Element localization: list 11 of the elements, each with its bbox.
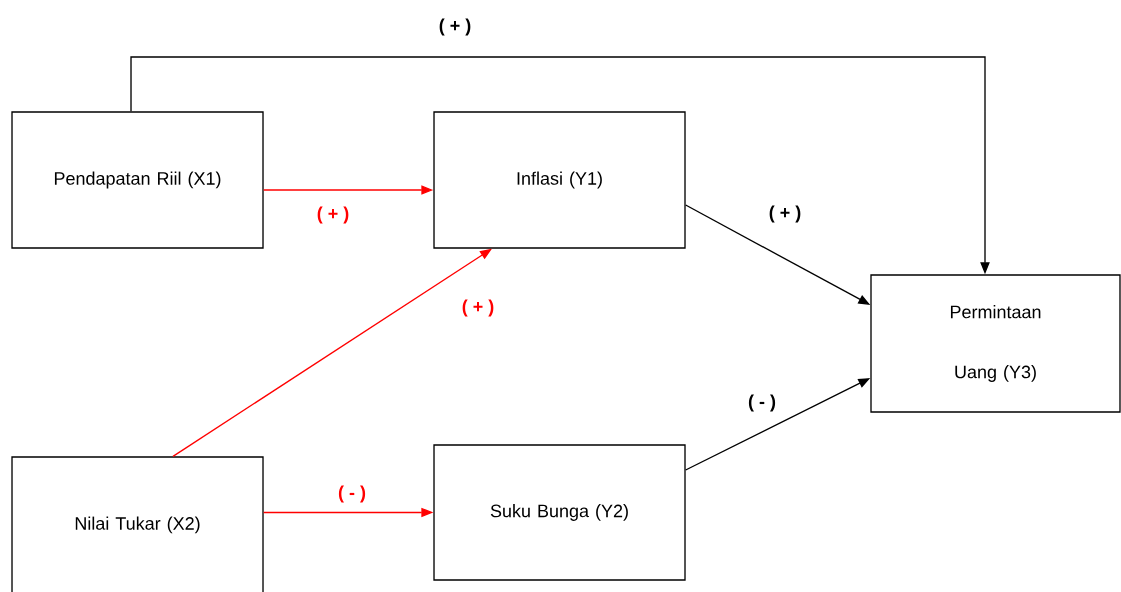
edge-label: ( + ) <box>315 205 351 225</box>
edge-label: ( + ) <box>437 17 473 37</box>
variable-box: Pendapatan Riil (X1) <box>11 111 264 249</box>
edge-label: ( - ) <box>746 393 778 413</box>
edge-label: ( + ) <box>460 298 496 318</box>
variable-box: Nilai Tukar (X2) <box>11 456 264 592</box>
edge-label: ( - ) <box>336 484 368 504</box>
variable-box: Inflasi (Y1) <box>433 111 686 249</box>
variable-box: Suku Bunga (Y2) <box>433 444 686 581</box>
variable-box: Permintaan Uang (Y3) <box>870 274 1121 413</box>
edge-label: ( + ) <box>767 204 803 224</box>
